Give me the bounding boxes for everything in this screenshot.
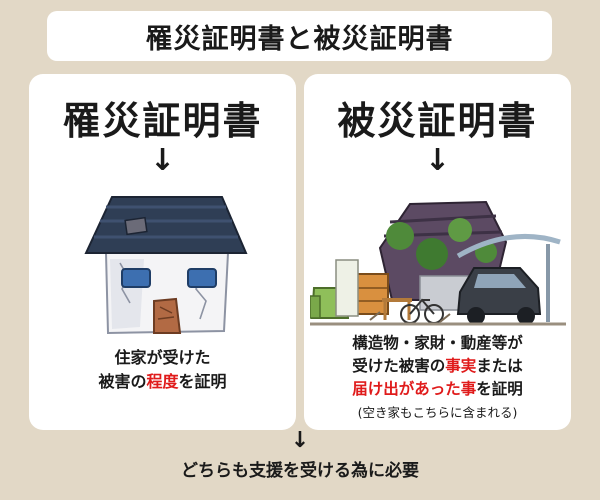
hisai-caption-line3: 届け出があった事を証明 — [352, 380, 523, 398]
down-arrow-icon: ↓ — [290, 428, 310, 453]
hisai-heading: 被災証明書 — [337, 99, 538, 143]
hisai-caption-line1: 構造物・家財・動産等が — [352, 334, 523, 352]
highlight-fact: 事実 — [445, 357, 477, 375]
risai-panel: 罹災証明書 ↓ 住家が受けた 被害の程度を証明 — [29, 74, 296, 430]
down-arrow-icon: ↓ — [424, 143, 451, 178]
hisai-caption: 構造物・家財・動産等が 受けた被害の事実または 届け出があった事を証明 (空き家… — [304, 332, 571, 424]
risai-caption-line1: 住家が受けた — [114, 348, 211, 367]
disaster-debris-illustration — [310, 200, 566, 326]
risai-caption-line2: 被害の程度を証明 — [98, 372, 227, 391]
highlight-degree: 程度 — [146, 372, 179, 391]
risai-heading: 罹災証明書 — [62, 99, 263, 143]
hisai-caption-line2: 受けた被害の事実または — [352, 357, 523, 375]
bottom-conclusion: どちらも支援を受ける為に必要 — [181, 461, 419, 481]
hisai-panel: 被災証明書 ↓ — [304, 74, 571, 430]
hisai-note: (空き家もこちらに含まれる) — [357, 405, 518, 420]
down-arrow-icon: ↓ — [149, 143, 176, 178]
page-title: 罹災証明書と被災証明書 — [145, 23, 454, 55]
damaged-house-illustration — [84, 196, 248, 335]
title-banner: 罹災証明書と被災証明書 — [47, 11, 552, 61]
risai-caption: 住家が受けた 被害の程度を証明 — [29, 346, 296, 394]
highlight-notification: 届け出があった事 — [352, 380, 477, 398]
